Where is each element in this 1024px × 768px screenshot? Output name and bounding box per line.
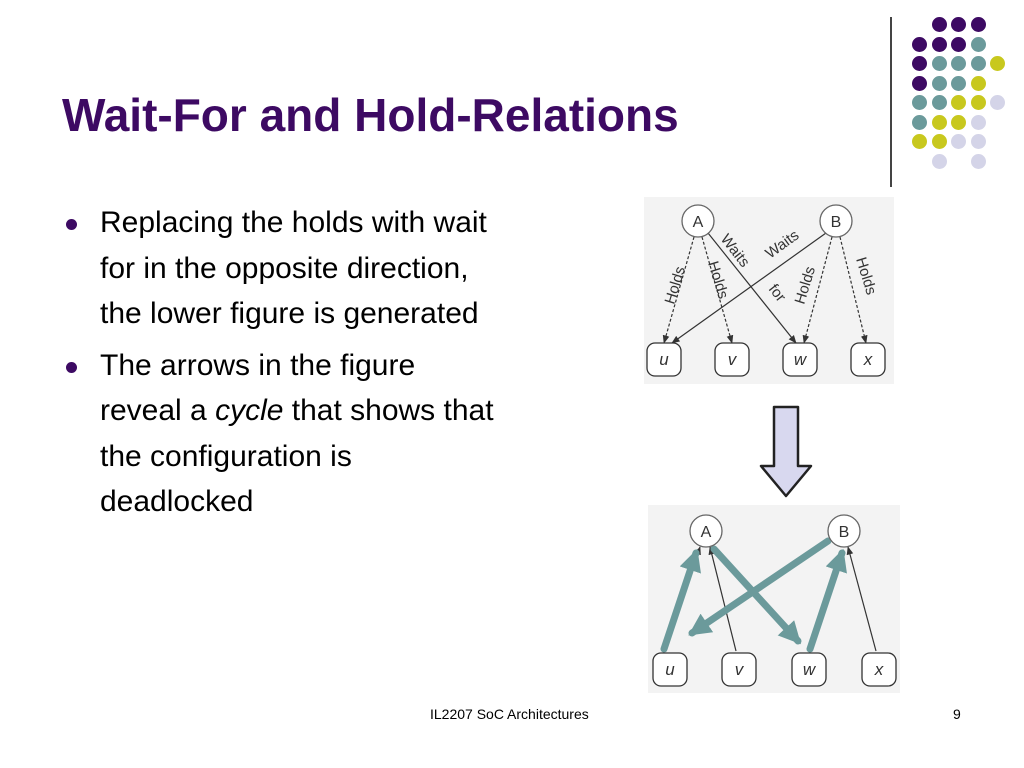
decorative-dot [970, 17, 986, 32]
decorative-dot [970, 153, 986, 169]
decorative-dot [912, 56, 927, 71]
edge-label: Holds [662, 265, 689, 307]
node-label: A [693, 214, 704, 231]
process-node: B [819, 204, 853, 238]
decorative-dot [951, 36, 966, 52]
decorative-dot [951, 75, 966, 91]
resource-node: x [861, 652, 897, 687]
node-label: A [701, 524, 712, 541]
edge-label: Holds [852, 255, 879, 297]
wait-for-cycle-figure: A B u v w x [648, 505, 900, 693]
resource-allocation-figure: Holds Holds Waits for Waits Holds Holds … [644, 197, 894, 384]
decorative-dot [951, 114, 966, 130]
cycle-edge-w-to-b [806, 548, 847, 653]
node-label: u [665, 660, 675, 679]
decorative-dot [970, 75, 986, 91]
process-node: A [681, 204, 715, 238]
bullet-text-end: that shows that the configuration is dea… [100, 394, 494, 518]
edge-a-to-v [701, 236, 734, 344]
edge-label: Holds [704, 259, 731, 301]
process-node: A [689, 514, 723, 548]
edge-b-to-x [839, 236, 868, 344]
decorative-dot [931, 75, 947, 91]
bullet-text-start: The arrows in the figure reveal a [100, 348, 416, 428]
decorative-dot [951, 17, 966, 32]
node-label: w [794, 350, 808, 369]
decorative-dot [970, 95, 986, 110]
cycle-emphasis: cycle [215, 394, 284, 427]
node-label: v [735, 660, 745, 679]
decorative-dot [951, 134, 966, 149]
decorative-dot [931, 114, 947, 130]
decorative-dot [990, 95, 1005, 110]
resource-node: u [646, 342, 682, 377]
bullet-dot-icon [66, 361, 77, 373]
slide-title: Wait-For and Hold-Relations [62, 89, 679, 141]
bullet-text: Replacing the holds with wait for in the… [100, 206, 487, 330]
decorative-dot [931, 153, 947, 169]
node-label: B [839, 524, 850, 541]
header-divider [890, 17, 892, 187]
cycle-edge-u-to-a [660, 548, 701, 653]
bullet-item: Replacing the holds with wait for in the… [62, 200, 502, 337]
edge-label: Waits [762, 227, 802, 262]
edge-x-to-b [846, 546, 877, 652]
down-arrow-icon [759, 405, 813, 498]
cycle-edge-b-to-u [688, 537, 832, 637]
decorative-dot [970, 114, 986, 130]
decorative-dot [912, 75, 927, 91]
node-label: B [831, 214, 842, 231]
resource-node: v [721, 652, 757, 687]
node-label: v [728, 350, 738, 369]
resource-node: w [782, 342, 818, 377]
node-label: w [803, 660, 817, 679]
decorative-dot [912, 114, 927, 130]
edge-label: for [765, 281, 789, 305]
decorative-dot [912, 36, 927, 52]
node-label: u [659, 350, 669, 369]
cycle-edge-a-to-w [710, 545, 802, 645]
resource-node: v [714, 342, 750, 377]
edge-b-to-u [671, 232, 827, 344]
bullet-list: Replacing the holds with wait for in the… [62, 200, 502, 531]
decorative-dot [970, 134, 986, 149]
edge-a-to-w [707, 232, 797, 344]
decorative-dot [970, 56, 986, 71]
process-node: B [827, 514, 861, 548]
decorative-dot [931, 95, 947, 110]
bullet-text: The arrows in the figure reveal a cycle … [100, 343, 502, 525]
decorative-dot [931, 56, 947, 71]
resource-node: u [652, 652, 688, 687]
decorative-dot [951, 56, 966, 71]
footer-course-name: IL2207 SoC Architectures [430, 706, 589, 722]
decorative-dot [970, 36, 986, 52]
decorative-dot [951, 95, 966, 110]
decorative-dot [912, 134, 927, 149]
decorative-dot [931, 134, 947, 149]
node-label: x [874, 660, 884, 679]
edge-a-to-u [662, 236, 695, 344]
resource-node: w [791, 652, 827, 687]
bullet-dot-icon [66, 219, 77, 230]
page-number: 9 [953, 706, 961, 722]
bullet-item: The arrows in the figure reveal a cycle … [62, 343, 502, 525]
resource-node: x [850, 342, 886, 377]
decorative-dot [931, 17, 947, 32]
node-label: x [863, 350, 873, 369]
edge-v-to-a [708, 546, 737, 652]
decorative-dot [912, 95, 927, 110]
decorative-dot [990, 56, 1005, 71]
edge-b-to-w [802, 236, 833, 344]
decorative-dot [931, 36, 947, 52]
